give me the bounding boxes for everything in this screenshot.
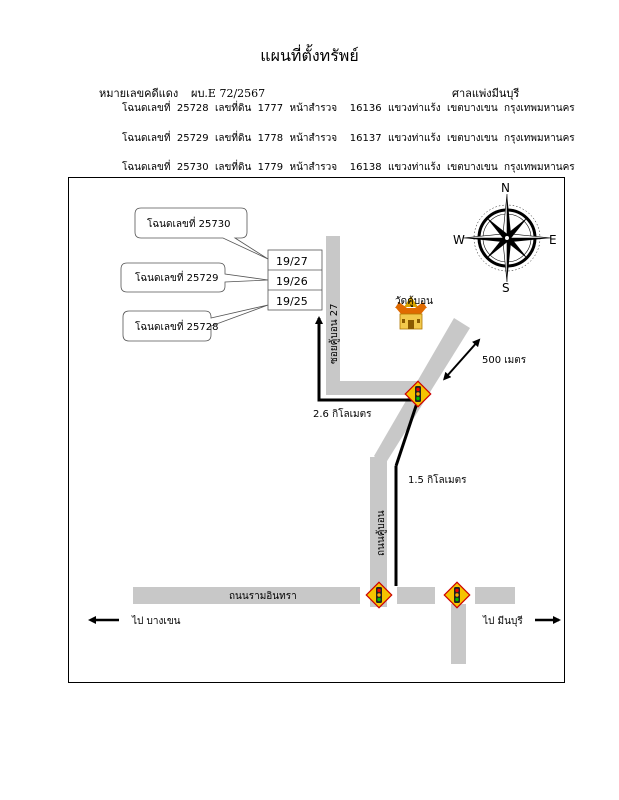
khubon-road xyxy=(370,457,387,607)
distance-2-6km-label: 2.6 กิโลเมตร xyxy=(313,407,372,420)
location-map: 19/27 19/26 19/25 โฉนดเลขที่ 25730 โฉนดเ… xyxy=(68,177,565,683)
compass-north-label: N xyxy=(501,181,510,195)
direction-minburi-label: ไป มีนบุรี xyxy=(482,615,523,627)
distance-arrow-500m xyxy=(443,338,481,381)
distance-1-5km-label: 1.5 กิโลเมตร xyxy=(408,473,467,486)
case-number: ผบ.E 72/2567 xyxy=(191,87,266,100)
soi-road xyxy=(326,236,340,394)
plot-table: 19/27 19/26 19/25 xyxy=(267,249,323,311)
callout-deed-25730: โฉนดเลขที่ 25730 xyxy=(147,216,230,230)
direction-bangkhen-label: ไป บางเขน xyxy=(131,615,181,627)
compass-south-label: S xyxy=(502,281,510,295)
compass-east-label: E xyxy=(549,233,557,247)
plot-label: 19/26 xyxy=(276,275,308,288)
case-label: หมายเลขคดีแดง xyxy=(99,87,179,100)
ramintra-road-west xyxy=(133,587,360,604)
deed-line: โฉนดเลขที่ 25729 เลขที่ดิน 1778 หน้าสำรว… xyxy=(122,133,575,144)
temple-icon xyxy=(395,296,427,330)
distance-500m-label: 500 เมตร xyxy=(482,355,527,366)
deed-callouts: โฉนดเลขที่ 25730 โฉนดเลขที่ 25729 โฉนดเล… xyxy=(120,207,269,342)
compass-rose-icon xyxy=(462,193,552,283)
court-name: ศาลแพ่งมีนบุรี xyxy=(452,87,520,100)
plot-label: 19/25 xyxy=(276,295,308,308)
traffic-light-icon xyxy=(443,581,471,609)
ramintra-road-label: ถนนรามอินทรา xyxy=(229,591,297,602)
map-canvas: 19/27 19/26 19/25 โฉนดเลขที่ 25730 โฉนดเ… xyxy=(88,181,561,664)
ramintra-road-mid xyxy=(397,587,435,604)
temple-label: วัดคู้บอน xyxy=(395,295,433,307)
callout-deed-25729: โฉนดเลขที่ 25729 xyxy=(135,270,218,284)
plot-label: 19/27 xyxy=(276,255,308,268)
soi-road-connector xyxy=(326,381,418,395)
compass-west-label: W xyxy=(453,233,465,247)
callout-deed-25728: โฉนดเลขที่ 25728 xyxy=(135,319,218,333)
ramintra-road-east xyxy=(475,587,515,604)
deed-line: โฉนดเลขที่ 25728 เลขที่ดิน 1777 หน้าสำรว… xyxy=(122,103,575,114)
side-road-south xyxy=(451,604,466,664)
page-title: แผนที่ตั้งทรัพย์ xyxy=(260,46,359,65)
khubon-road-label: ถนนคู้บอน xyxy=(375,510,387,556)
soi-label: ซอยคู้บอน 27 xyxy=(328,304,340,364)
deed-line: โฉนดเลขที่ 25730 เลขที่ดิน 1779 หน้าสำรว… xyxy=(122,162,575,173)
